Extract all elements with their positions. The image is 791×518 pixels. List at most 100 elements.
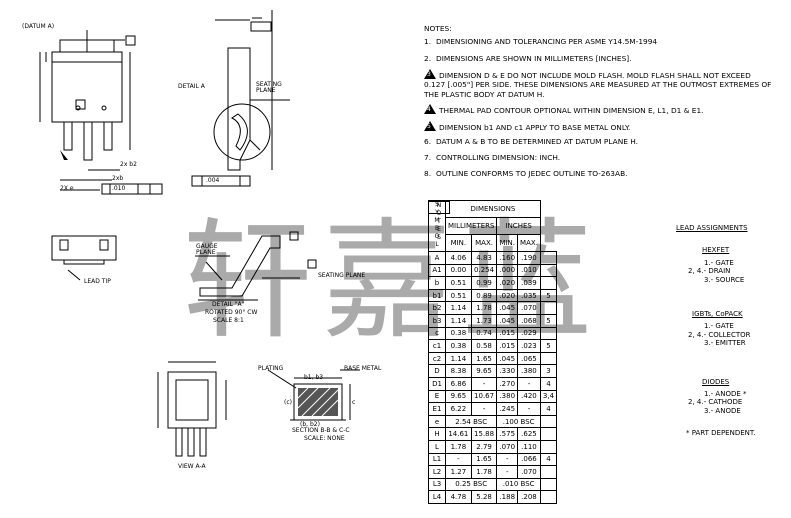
hexfet-line-2: 2, 4.- DRAIN (688, 267, 731, 276)
cell-in-min: .015 (496, 326, 519, 341)
cell-in-max: - (517, 402, 541, 416)
cell-in-min: .070 (496, 439, 519, 454)
cell-in-max: - (517, 376, 541, 391)
in-max-header: MAX. (517, 234, 541, 252)
top-view-lead-1 (63, 121, 73, 151)
mm-min-header: MIN. (445, 234, 472, 252)
cell-in-min: .020 (496, 288, 519, 303)
cell-symbol: b3 (428, 313, 446, 328)
cell-symbol: A (428, 251, 446, 265)
igbt-line-2: 2, 4.- COLLECTOR (688, 330, 751, 339)
cell-mm-max: 1.78 (470, 301, 498, 315)
fcf-box-2 (191, 175, 251, 187)
scale-81-caption: SCALE 8:1 (213, 317, 244, 324)
cell-mm-min: 8.38 (445, 364, 472, 378)
detail-a-label: DETAIL A (178, 83, 205, 90)
cell-in-max: .070 (517, 301, 541, 315)
cell-note (539, 351, 558, 366)
cell-in-max: .010 (517, 263, 541, 278)
cell-note: 3 (539, 364, 558, 378)
cell-mm-min: 1.14 (445, 351, 472, 366)
cell-symbol: D (428, 364, 446, 378)
cell-in-min: .380 (496, 389, 519, 404)
tolerance-1: .010 (112, 185, 126, 192)
cell-in-max: .065 (517, 351, 541, 366)
cell-in-max: .035 (517, 288, 541, 303)
cell-mm-max: 10.67 (470, 389, 498, 404)
fcf-box-1 (101, 183, 163, 195)
cell-in-min: .045 (496, 351, 519, 366)
cell-note: 4 (539, 402, 558, 416)
cell-mm-min: 1.14 (445, 313, 472, 328)
cell-symbol: L1 (428, 452, 446, 467)
cell-mm-max: 5.28 (470, 490, 498, 504)
lead-group-diodes: DIODES (702, 377, 730, 386)
cell-mm-max: 15.88 (470, 427, 498, 441)
section-caption: SECTION B-B & C-C (292, 427, 350, 434)
cell-mm-max: 0.58 (470, 339, 498, 353)
cell-mm-max: 2.79 (470, 439, 498, 454)
mm-header: MILLIMETERS (444, 217, 498, 235)
lead-footnote: * PART DEPENDENT. (686, 429, 756, 438)
cell-note (539, 439, 558, 454)
cell-mm-min: - (445, 452, 472, 467)
cell-mm-max: 0.99 (470, 276, 498, 290)
cell-symbol: A1 (428, 263, 446, 278)
cell-in-max: .420 (517, 389, 541, 404)
seating-plane-label: SEATING PLANE (256, 81, 282, 94)
cell-symbol: L (428, 439, 446, 454)
scale-none-caption: SCALE: NONE (304, 435, 345, 442)
lead-group-igbt: IGBTs, CoPACK (692, 309, 743, 318)
dimensions-table: SYMBOL DIMENSIONS NOTES MILLIMETERS INCH… (428, 200, 558, 504)
cell-mm-max: 1.73 (470, 313, 498, 328)
note-8: 8.OUTLINE CONFORMS TO JEDEC OUTLINE TO-2… (424, 169, 628, 178)
igbt-line-1: 1.- GATE (704, 322, 734, 331)
cell-symbol: c1 (428, 339, 446, 353)
cell-in-max: .110 (517, 439, 541, 454)
mm-max-header: MAX. (470, 234, 498, 252)
label-2xb: 2xb (112, 175, 124, 182)
cell-mm-min: 14.61 (445, 427, 472, 441)
cell-mm-max: 4.83 (470, 251, 498, 265)
diodes-line-1: 1.- ANODE * (704, 389, 747, 398)
lead-assignments-title: LEAD ASSIGNMENTS (676, 224, 748, 232)
detail-a-caption: DETAIL "A" (212, 301, 245, 308)
cell-note (539, 490, 558, 504)
cell-mm-max: 1.65 (470, 351, 498, 366)
cell-in-min: .000 (496, 263, 519, 278)
note-flag-5: 5 (424, 121, 436, 131)
top-view-lead-2 (83, 121, 93, 161)
cell-mm-min: 0.51 (445, 276, 472, 290)
tolerance-2: .004 (206, 177, 220, 184)
cell-in-max: .625 (517, 427, 541, 441)
dimensions-header: DIMENSIONS (445, 200, 541, 218)
cell-in-min: .045 (496, 313, 519, 328)
cell-in-min: .020 (496, 276, 519, 290)
cell-mm-min: 6.22 (445, 402, 472, 416)
cell-note (539, 414, 558, 429)
cell-mm-min: 1.14 (445, 301, 472, 315)
label-c1: (c) (284, 399, 292, 406)
cell-in-min: - (496, 465, 519, 479)
lead-tip-label: LEAD TIP (84, 278, 111, 285)
cell-note (539, 477, 558, 492)
cell-in-min: .188 (496, 490, 519, 504)
cell-in-max: .208 (517, 490, 541, 504)
cell-mm-min: 0.00 (445, 263, 472, 278)
cell-note: 4 (539, 376, 558, 391)
notes-title: NOTES: (424, 24, 452, 33)
cell-mm-min: 1.78 (445, 439, 472, 454)
cell-symbol: c (428, 326, 446, 341)
seating-plane-label-2: SEATING PLANE (318, 272, 366, 279)
